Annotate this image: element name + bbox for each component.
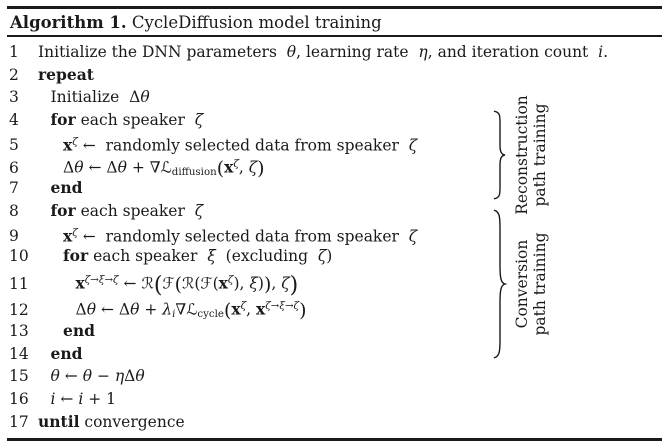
line-number: 13 (9, 321, 29, 340)
line-content: θ ← θ − ηΔθ (50, 367, 145, 386)
algo-line-7: 7 end (9, 177, 509, 200)
algo-line-8: 8 for each speaker ζ (9, 200, 509, 223)
line-content: Initialize Δθ (50, 88, 150, 107)
algo-line-1: 1 Initialize the DNN parameters θ, learni… (9, 41, 608, 64)
line-content: repeat (38, 64, 94, 84)
algo-line-11: 11 xζ→ξ→ζ ← ℛ(ℱ(ℛ(ℱ(xζ), ξ)), ζ) (9, 268, 509, 298)
algorithm-title: Algorithm 1. CycleDiffusion model traini… (10, 12, 382, 33)
conversion-brace (491, 208, 506, 360)
algo-line-17: 17 until convergence (9, 411, 509, 434)
line-content: xζ→ξ→ζ ← ℛ(ℱ(ℛ(ℱ(xζ), ξ)), ζ) (75, 272, 299, 298)
line-content: end (63, 320, 95, 340)
algorithm-name: CycleDiffusion model training (126, 13, 382, 32)
algo-line-6: 6 Δθ ← Δθ + ∇ℒdiffusion(xζ, ζ) (9, 154, 509, 180)
line-content: xζ ← randomly selected data from speaker… (63, 135, 418, 155)
top-rule (7, 6, 662, 9)
algorithm-label: Algorithm 1. (10, 13, 127, 32)
line-content: i ← i + 1 (50, 389, 116, 408)
line-content: Δθ ← Δθ + λi∇ℒcycle(xζ, xζ→ξ→ζ) (75, 299, 307, 322)
algo-line-14: 14 end (9, 343, 509, 366)
line-content: for each speaker ξ (excluding ζ) (63, 246, 333, 266)
line-number: 8 (9, 201, 19, 220)
line-content: end (50, 178, 83, 198)
line-number: 15 (9, 367, 29, 386)
annotation-line: path training (531, 103, 549, 207)
title-rule (7, 35, 662, 37)
line-content: Δθ ← Δθ + ∇ℒdiffusion(xζ, ζ) (63, 157, 265, 180)
annotation-line: Reconstruction (513, 95, 531, 215)
conversion-annotation-text: Conversion path training (513, 233, 549, 336)
algo-line-15: 15 θ ← θ − ηΔθ (9, 365, 509, 388)
line-number: 14 (9, 344, 29, 363)
algo-line-10: 10 for each speaker ξ (excluding ζ) (9, 245, 509, 268)
reconstruction-brace (491, 110, 506, 200)
line-number: 12 (9, 300, 29, 319)
line-content: for each speaker ζ (50, 200, 204, 220)
line-number: 2 (9, 65, 19, 84)
algo-line-9: 9 xζ ← randomly selected data from speake… (9, 223, 509, 246)
line-number: 10 (9, 247, 29, 266)
line-content: xζ ← randomly selected data from speaker… (63, 226, 418, 246)
algo-line-3: 3 Initialize Δθ (9, 86, 509, 109)
line-number: 1 (9, 43, 19, 61)
bottom-rule (7, 438, 662, 441)
line-number: 3 (9, 88, 19, 107)
line-number: 16 (9, 389, 29, 408)
line-content: Initialize the DNN parameters θ, learnin… (38, 43, 609, 61)
algo-line-4: 4 for each speaker ζ (9, 109, 509, 132)
algo-line-13: 13 end (9, 320, 509, 343)
algo-line-2: 2 repeat (9, 64, 509, 87)
line-content: end (50, 343, 83, 363)
reconstruction-annotation-text: Reconstruction path training (513, 95, 549, 215)
algo-line-12: 12 Δθ ← Δθ + λi∇ℒcycle(xζ, xζ→ξ→ζ) (9, 294, 509, 321)
algo-line-16: 16 i ← i + 1 (9, 388, 509, 411)
line-content: until convergence (38, 411, 185, 431)
annotation-line: Conversion (513, 239, 531, 329)
algorithm-body: 1 Initialize the DNN parameters θ, learni… (9, 41, 608, 434)
line-number: 17 (9, 412, 29, 431)
annotation-line: path training (531, 232, 549, 336)
line-number: 11 (9, 274, 29, 293)
line-number: 9 (9, 227, 19, 246)
line-content: for each speaker ζ (50, 110, 204, 130)
algo-line-5: 5 xζ ← randomly selected data from speake… (9, 132, 509, 155)
line-number: 7 (9, 179, 19, 198)
line-number: 6 (9, 159, 19, 178)
line-number: 4 (9, 111, 19, 130)
line-number: 5 (9, 136, 19, 155)
